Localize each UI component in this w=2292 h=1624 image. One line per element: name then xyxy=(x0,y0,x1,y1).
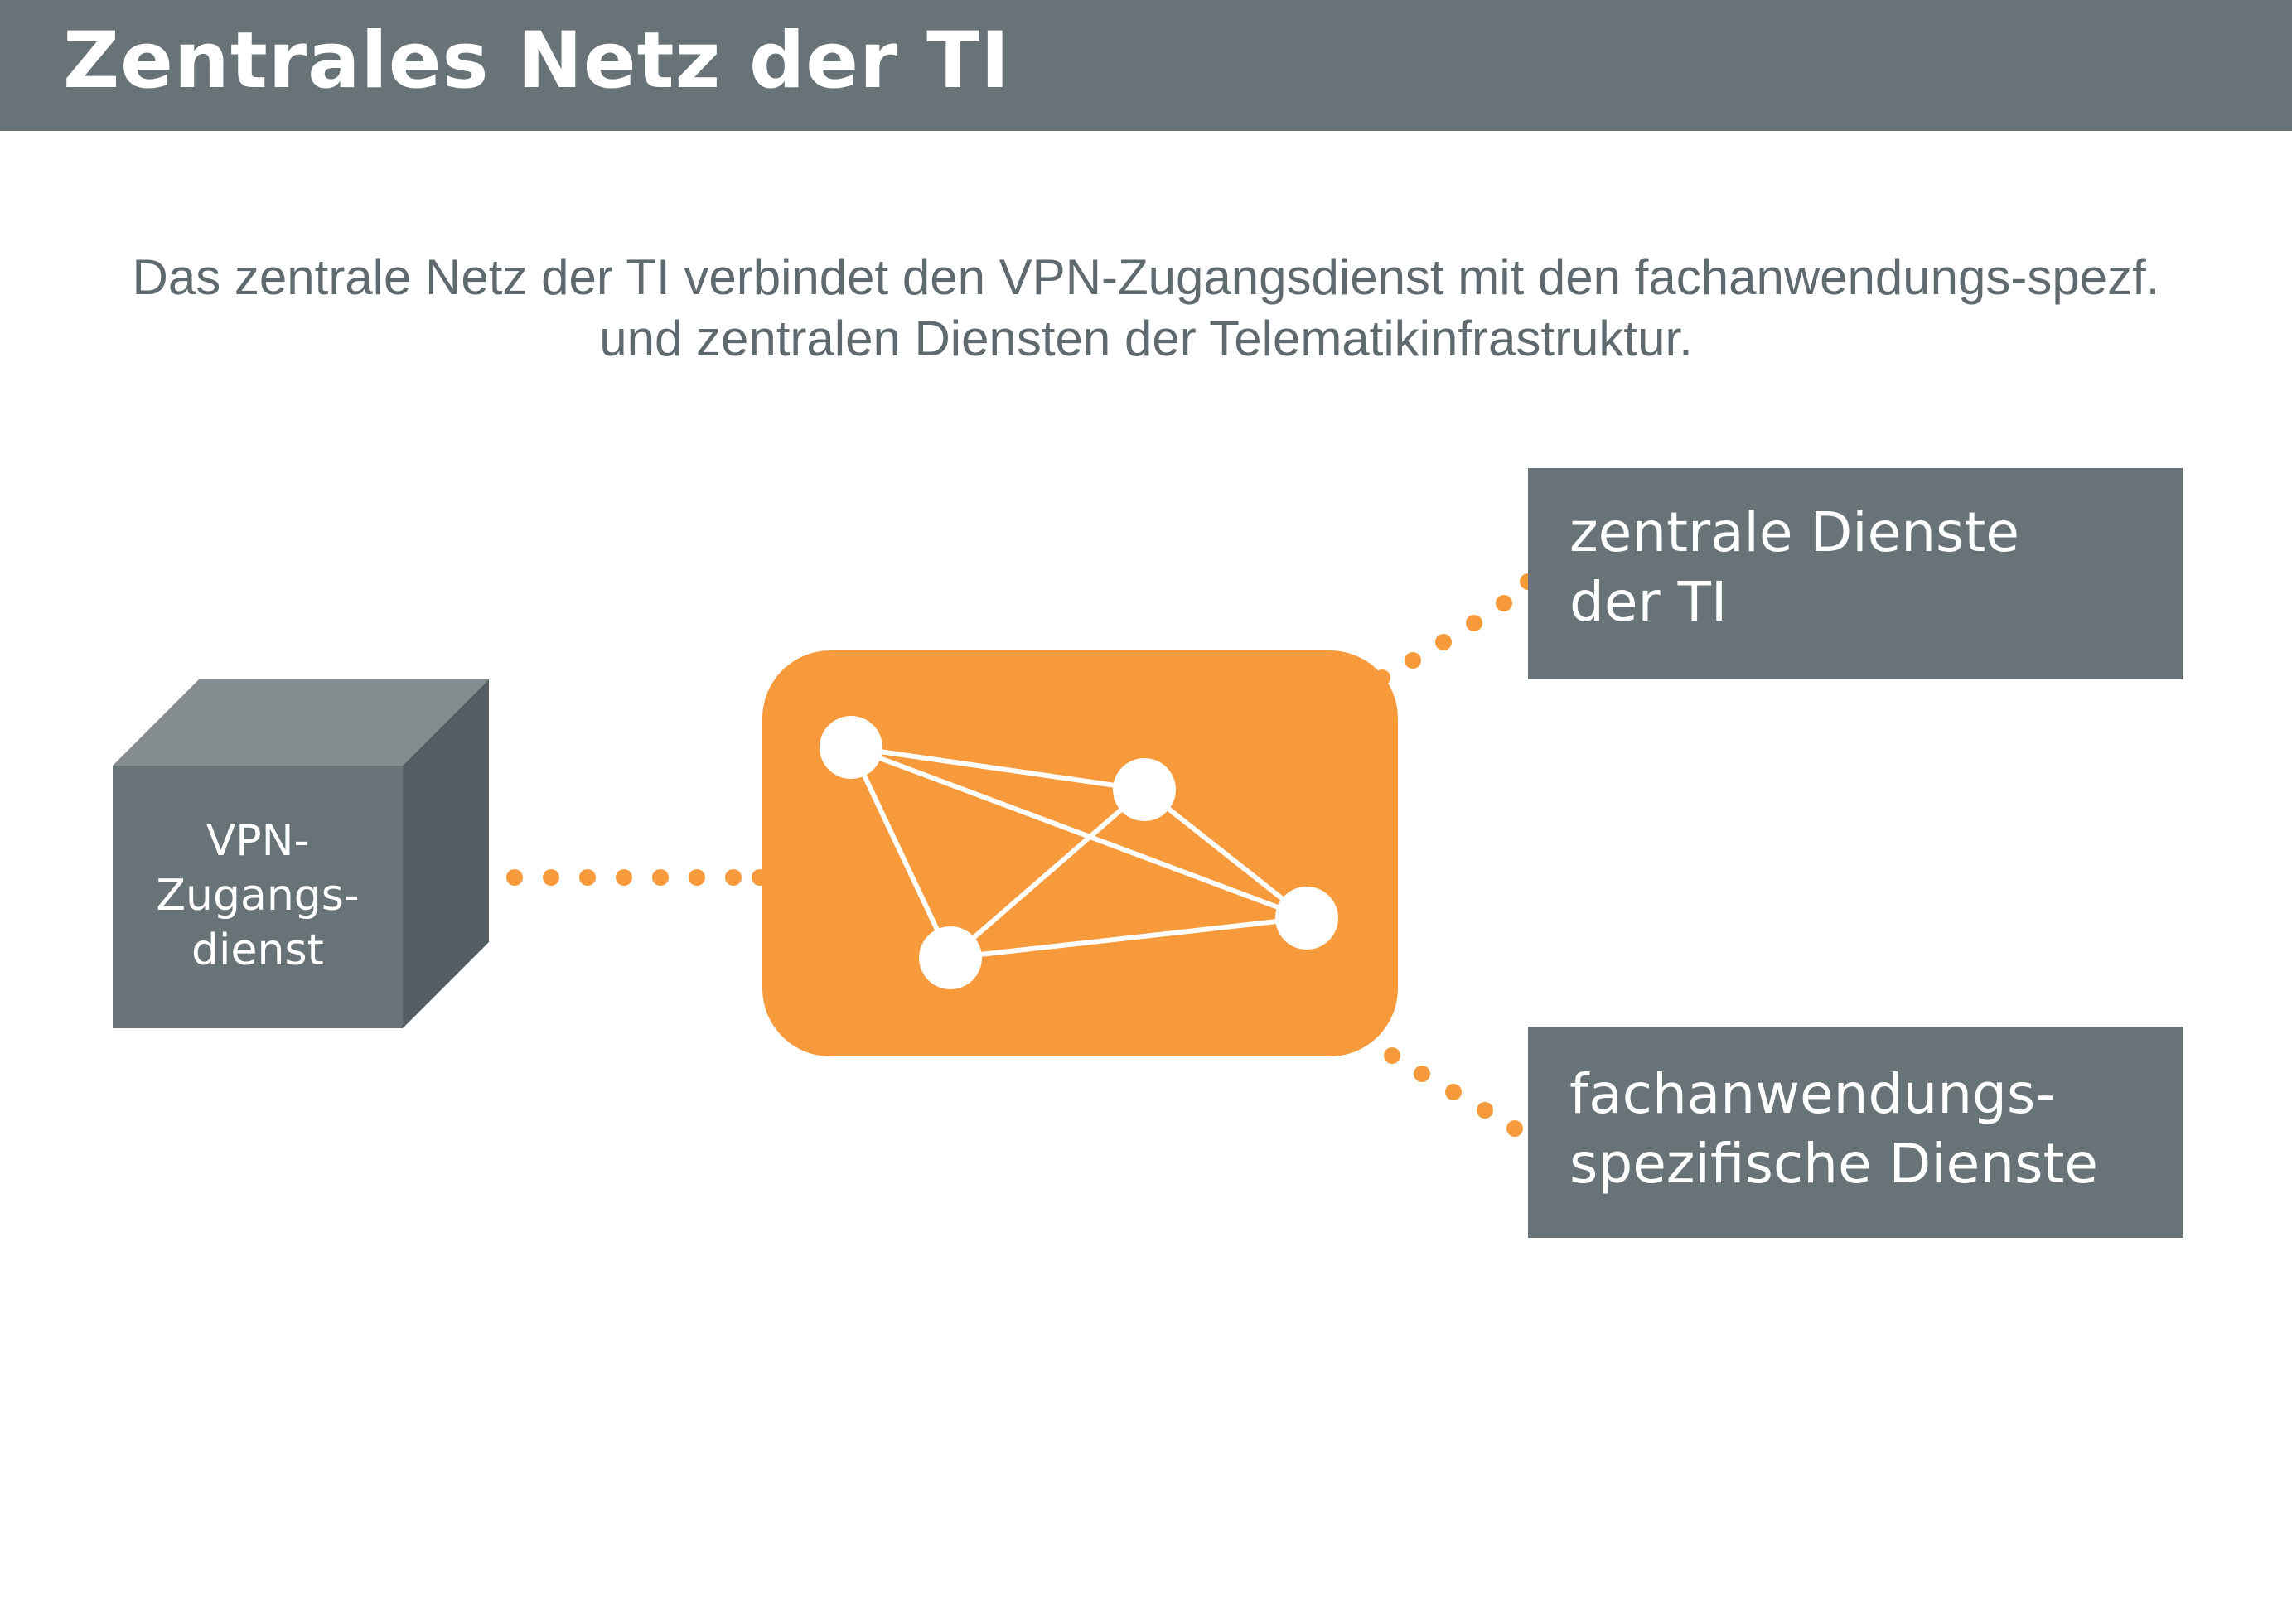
header-bar: Zentrales Netz der TI xyxy=(0,0,2292,131)
connector-dot xyxy=(506,869,523,886)
cube-top-face xyxy=(113,679,489,766)
connector-dot xyxy=(689,869,705,886)
connector-dot xyxy=(1405,652,1421,669)
connector-dot xyxy=(652,869,669,886)
connector-dot xyxy=(579,869,596,886)
page-title: Zentrales Netz der TI xyxy=(63,16,1011,106)
connector-dot xyxy=(1496,595,1512,611)
graph-edge xyxy=(1143,787,1308,921)
central-services-line-2: der TI xyxy=(1569,570,1728,634)
graph-edge xyxy=(949,787,1146,960)
graph-nodes xyxy=(820,716,1338,989)
connector-network-to-specific xyxy=(1384,1047,1523,1137)
connector-dot xyxy=(616,869,632,886)
connector-dot xyxy=(725,869,742,886)
graph-node xyxy=(1275,887,1338,950)
graph-node xyxy=(820,716,882,779)
graph-edges xyxy=(849,745,1308,960)
specific-services-line-2: spezifische Dienste xyxy=(1569,1132,2098,1196)
graph-edge xyxy=(950,916,1308,960)
graph-edge xyxy=(849,746,953,959)
graph-node xyxy=(1113,758,1176,821)
connector-dot xyxy=(1384,1047,1400,1064)
vpn-label-line-1: VPN- xyxy=(206,816,310,866)
cube-side-face xyxy=(403,679,489,1028)
connector-dot xyxy=(1466,615,1482,631)
vpn-access-label: VPN- Zugangs- dienst xyxy=(113,814,403,978)
network-graph-icon xyxy=(820,716,1338,989)
connector-dot xyxy=(1477,1102,1493,1119)
graph-node xyxy=(919,926,982,989)
cube-front-face xyxy=(113,766,403,1028)
connector-dot xyxy=(543,869,559,886)
central-services-box: zentrale Dienste der TI xyxy=(1528,468,2183,679)
graph-edge xyxy=(849,745,1308,921)
vpn-access-cube xyxy=(113,679,489,1028)
description-line-2: und zentralen Diensten der Telematikinfr… xyxy=(599,311,1693,366)
description-text: Das zentrale Netz der TI verbindet den V… xyxy=(0,247,2292,370)
connector-dot xyxy=(1506,1120,1523,1137)
vpn-label-line-3: dienst xyxy=(191,926,324,975)
graph-edge xyxy=(850,745,1145,792)
connector-dot xyxy=(1435,634,1452,650)
connector-network-to-central xyxy=(1374,573,1536,686)
vpn-label-line-2: Zugangs- xyxy=(156,871,360,921)
specific-services-box: fachanwendungs- spezifische Dienste xyxy=(1528,1027,2183,1238)
connector-dot xyxy=(1445,1084,1462,1100)
specific-services-line-1: fachanwendungs- xyxy=(1569,1062,2056,1126)
connector-dot xyxy=(1414,1066,1430,1082)
connector-vpn-to-network xyxy=(506,869,768,886)
description-line-1: Das zentrale Netz der TI verbindet den V… xyxy=(132,249,2160,305)
central-services-line-1: zentrale Dienste xyxy=(1569,500,2019,564)
central-network-block xyxy=(762,650,1398,1056)
